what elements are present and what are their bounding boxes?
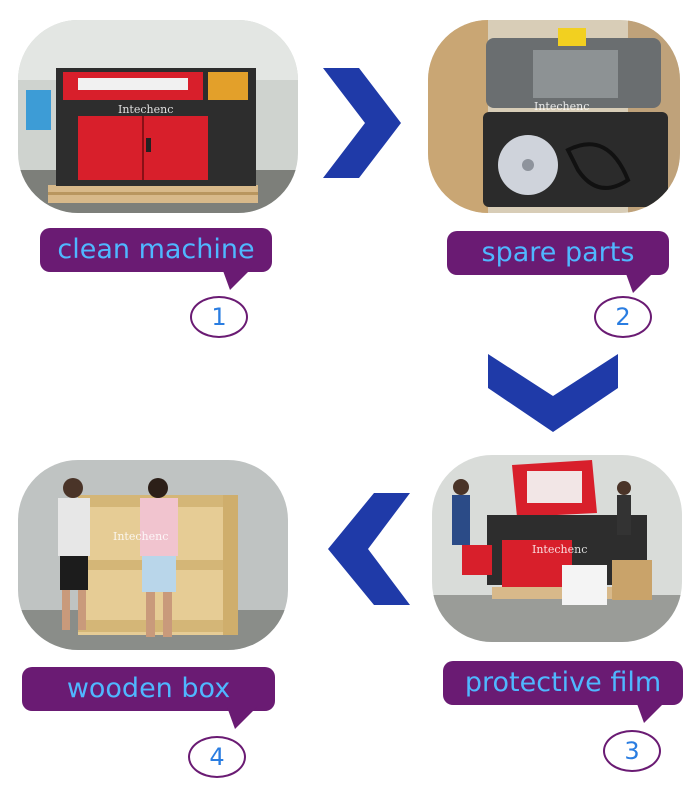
watermark: Intechenc — [532, 543, 587, 556]
label-spare-parts: spare parts — [447, 231, 669, 275]
label-text: spare parts — [481, 237, 635, 268]
label-protective-film: protective film — [443, 661, 683, 705]
step-number-1: 1 — [190, 296, 248, 338]
label-wooden-box: wooden box — [22, 667, 275, 711]
label-text: wooden box — [66, 673, 231, 704]
callout-tail — [227, 707, 257, 729]
photo-clean-machine: Intechenc — [18, 20, 298, 213]
arrow-left-icon — [328, 493, 410, 609]
label-clean-machine: clean machine — [40, 228, 272, 272]
photo-protective-film: Intechenc — [432, 455, 682, 642]
label-text: protective film — [464, 667, 662, 698]
step-number-3: 3 — [603, 730, 661, 772]
watermark: Intechenc — [118, 103, 173, 116]
step-number-2: 2 — [594, 296, 652, 338]
watermark: Intechenc — [534, 100, 589, 113]
arrow-right-icon — [323, 68, 401, 182]
callout-tail — [636, 701, 666, 723]
callout-tail — [625, 271, 655, 293]
arrow-down-icon — [488, 354, 618, 436]
photo-spare-parts: Intechenc — [428, 20, 680, 213]
label-text: clean machine — [57, 234, 255, 265]
photo-wooden-box: Intechenc — [18, 460, 288, 650]
callout-tail — [222, 268, 252, 290]
watermark: Intechenc — [113, 530, 168, 543]
step-number-4: 4 — [188, 736, 246, 778]
